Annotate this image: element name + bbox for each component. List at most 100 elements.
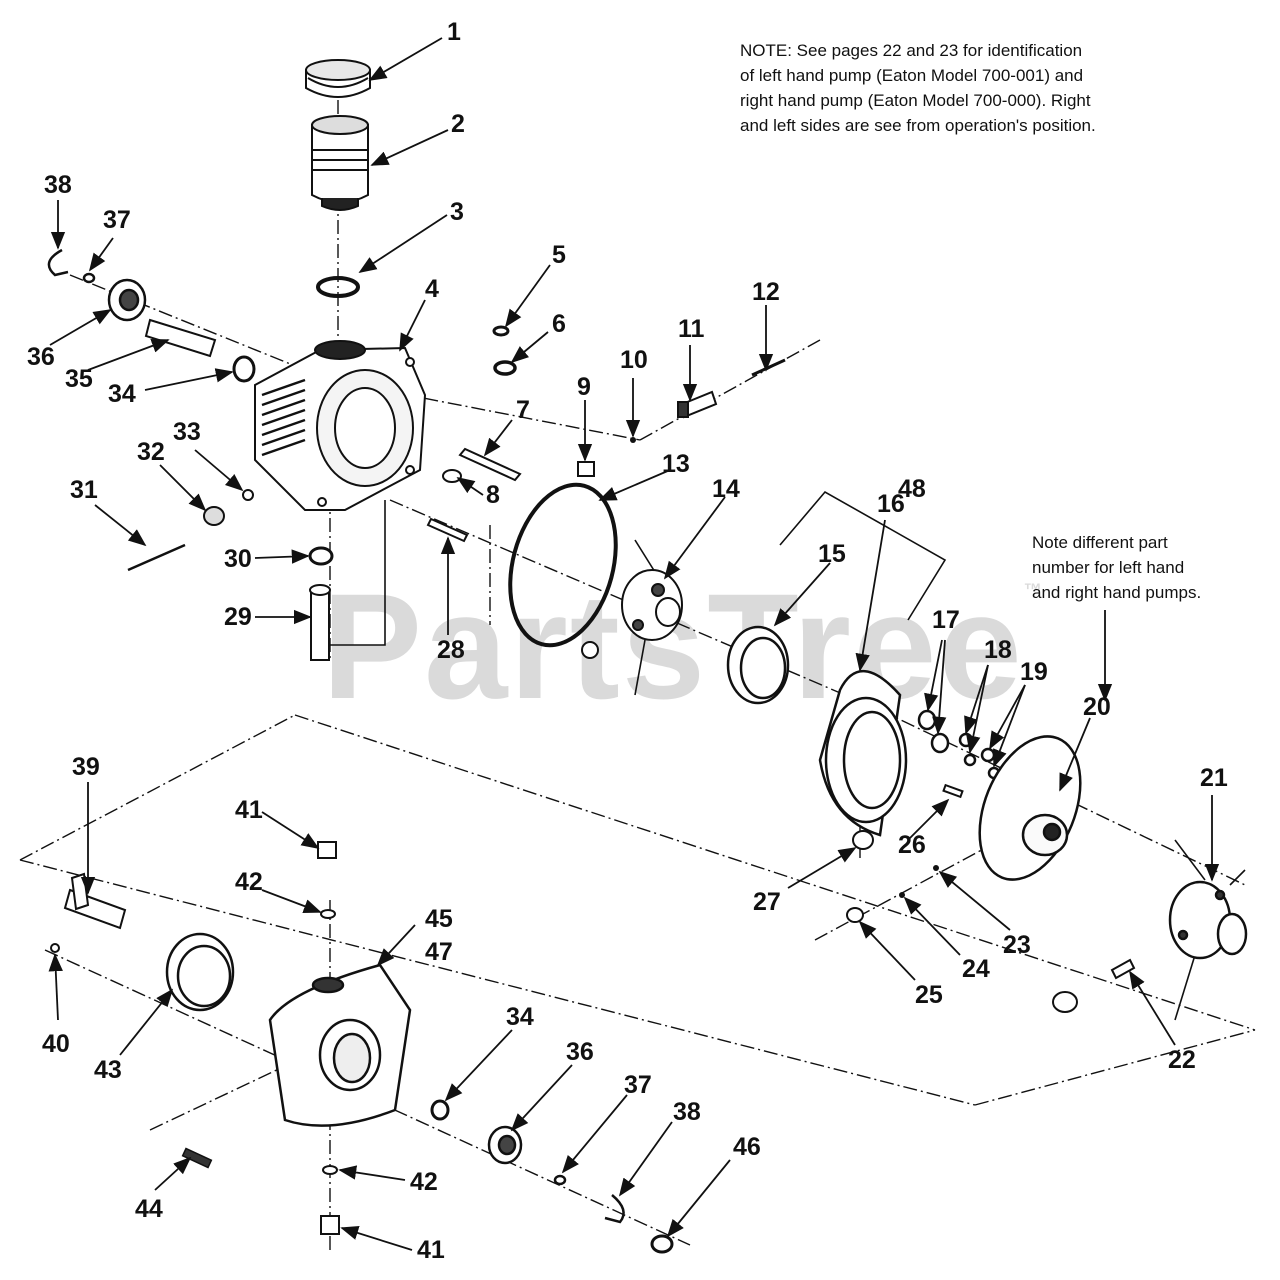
part-14-ball [581,641,599,659]
callout-34-lower: 34 [506,1003,534,1031]
part-13-o-ring [508,482,618,648]
callout-11: 11 [678,315,705,343]
callout-34: 34 [108,380,136,408]
part-22-cap [1052,991,1078,1013]
part-7-pin [458,447,522,482]
callout-20: 20 [1083,693,1111,721]
callout-37-lower: 37 [624,1071,652,1099]
callout-29: 29 [224,603,252,631]
part-8 [442,469,462,483]
callout-6: 6 [552,310,566,338]
parts-17-19 [917,709,1001,780]
callout-38-lower: 38 [673,1098,701,1126]
callout-36-lower: 36 [566,1038,594,1066]
callout-14: 14 [712,475,740,503]
callout-4: 4 [425,275,439,303]
callout-46: 46 [733,1133,761,1161]
callout-7: 7 [516,396,530,424]
part-46 [650,1234,674,1254]
part-28-pin [426,517,469,543]
part-cap [305,59,371,98]
callout-37: 37 [103,206,131,234]
callout-17: 17 [932,606,960,634]
part-5 [492,325,510,337]
note-top: NOTE: See pages 22 and 23 for identifica… [740,41,1096,135]
part-14-rotor [621,569,683,641]
callout-26: 26 [898,831,926,859]
callout-12: 12 [752,278,780,306]
part-41-top [317,841,337,859]
callout-9: 9 [577,373,591,401]
part-20-end-plate [978,735,1082,881]
callout-18: 18 [984,636,1012,664]
part-21-drive [1168,880,1248,960]
part-37 [82,272,96,284]
callout-3: 3 [450,198,464,226]
callout-38: 38 [44,171,72,199]
callout-28: 28 [437,636,465,664]
part-38 [47,248,69,277]
callout-45: 45 [425,905,453,933]
part-40 [50,943,60,953]
part-22 [1110,958,1136,980]
part-43-ring [165,932,235,1012]
part-16-cam-ring [818,670,908,837]
part-30 [308,546,334,566]
callout-23: 23 [1003,931,1031,959]
part-42-bottom [322,1165,338,1175]
part-29-shaft [309,584,331,661]
part-42-top [320,909,336,919]
callout-41-top: 41 [235,796,263,824]
callout-36: 36 [27,343,55,371]
callout-35: 35 [65,365,93,393]
callout-24: 24 [962,955,990,983]
part-9 [577,461,595,477]
callout-32: 32 [137,438,165,466]
part-34-seal-lower [430,1099,450,1121]
part-35-shaft [144,318,217,358]
part-37-lower [553,1174,567,1186]
part-45-cover [268,963,412,1127]
callout-47: 47 [425,938,453,966]
callout-33: 33 [173,418,201,446]
part-44 [181,1147,213,1169]
bracket-lines [330,490,1246,1021]
part-23 [933,865,939,871]
note-right: Note different part number for left hand… [1032,533,1202,602]
part-27 [852,830,874,850]
callout-13: 13 [662,450,690,478]
callout-19: 19 [1020,658,1048,686]
part-24 [899,892,905,898]
part-25 [846,907,864,923]
part-41-bottom [320,1215,340,1235]
callout-21: 21 [1200,764,1228,792]
part-34-seal [232,355,256,383]
callout-10: 10 [620,346,648,374]
part-o-ring [316,276,360,298]
part-38-lower [604,1194,625,1224]
callout-44: 44 [135,1195,163,1223]
callout-30: 30 [224,545,252,573]
callout-8: 8 [486,481,500,509]
part-36-bearing-lower [487,1125,523,1165]
callout-48: 48 [898,475,926,503]
part-6 [493,360,517,376]
callout-15: 15 [818,540,846,568]
leader-arrows [48,37,1220,1251]
callout-2: 2 [451,110,465,138]
callout-31: 31 [70,476,98,504]
callout-42-bottom: 42 [410,1168,438,1196]
callout-43: 43 [94,1056,122,1084]
part-11 [677,390,718,419]
part-32 [203,506,225,526]
part-15-ring [726,625,790,705]
part-12 [751,358,786,377]
callout-labels: 1 2 3 4 5 6 7 8 9 10 11 12 13 14 15 16 1… [27,18,1228,1264]
callout-1: 1 [447,18,461,46]
part-33 [242,489,254,501]
part-36-bearing [107,278,147,322]
callout-39: 39 [72,753,100,781]
part-10 [630,437,636,443]
callout-41-bottom: 41 [417,1236,445,1264]
